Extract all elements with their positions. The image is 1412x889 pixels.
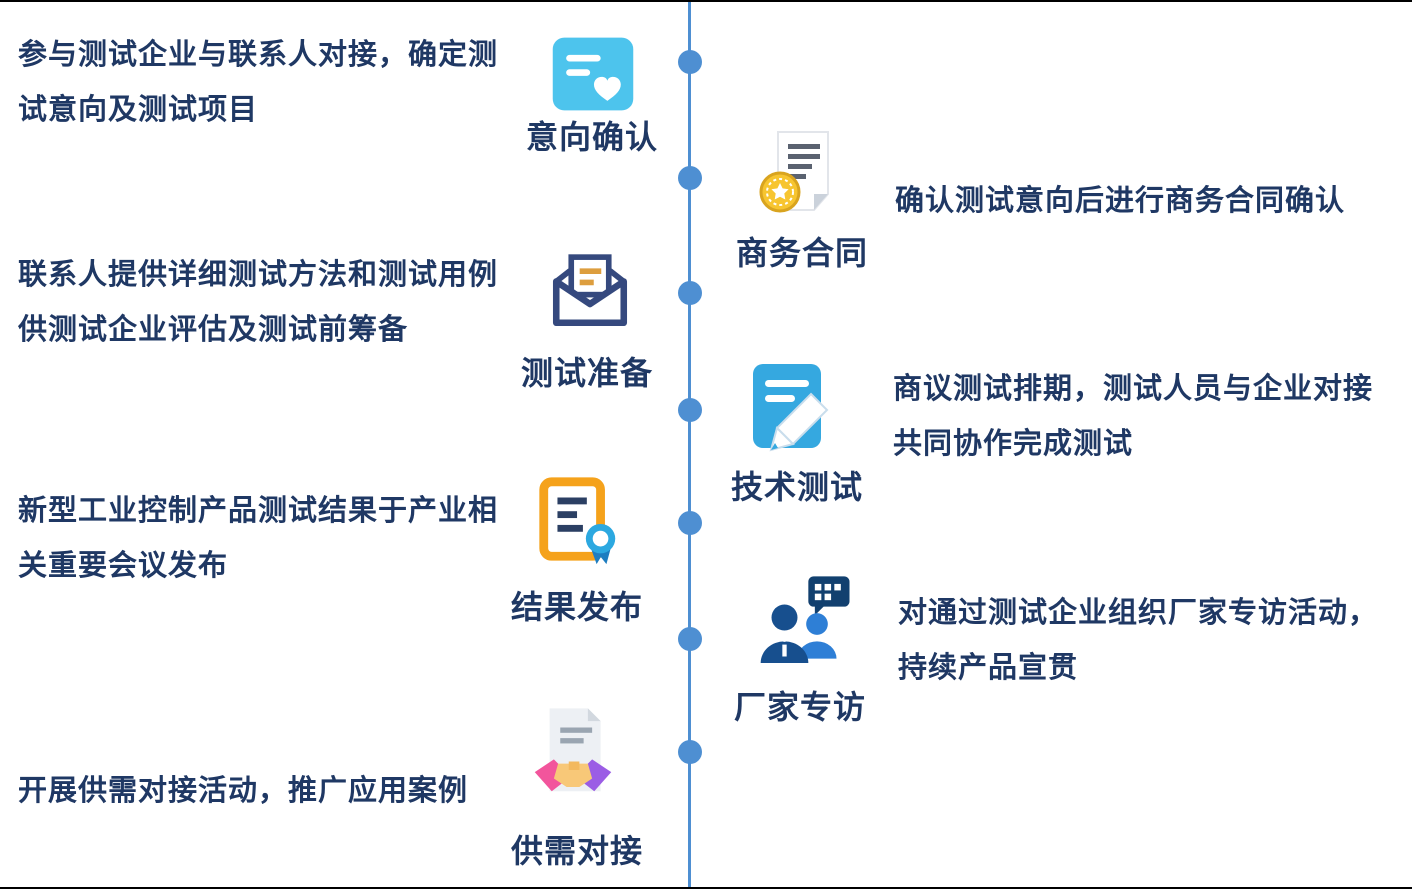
timeline-dot-6 — [678, 627, 702, 651]
step-label: 意向确认 — [525, 119, 658, 155]
contract-star-icon — [752, 128, 848, 224]
people-chat-icon — [752, 572, 856, 676]
open-envelope-icon — [545, 244, 635, 334]
step-label: 测试准备 — [520, 355, 653, 391]
timeline-dot-5 — [678, 511, 702, 535]
timeline-dot-3 — [678, 281, 702, 305]
step-description: 开展供需对接活动，推广应用案例 — [18, 775, 469, 807]
handshake-doc-icon — [522, 702, 624, 804]
timeline-dot-4 — [678, 398, 702, 422]
step-label: 结果发布 — [510, 589, 643, 625]
timeline-dot-7 — [678, 740, 702, 764]
timeline-dot-2 — [678, 166, 702, 190]
step-label: 供需对接 — [510, 833, 643, 869]
certificate-ribbon-icon — [532, 474, 626, 568]
step-label: 商务合同 — [735, 235, 868, 271]
doc-pencil-icon — [745, 358, 841, 454]
step-description: 参与测试企业与联系人对接，确定测 试意向及测试项目 — [18, 39, 499, 126]
step-description: 确认测试意向后进行商务合同确认 — [895, 185, 1346, 217]
timeline-line — [688, 2, 691, 887]
step-label: 技术测试 — [730, 469, 863, 505]
step-label: 厂家专访 — [733, 689, 866, 725]
card-heart-icon — [547, 28, 639, 120]
step-description: 对通过测试企业组织厂家专访活动， 持续产品宣贯 — [898, 597, 1379, 684]
step-description: 新型工业控制产品测试结果于产业相 关重要会议发布 — [18, 495, 499, 582]
step-description: 联系人提供详细测试方法和测试用例 供测试企业评估及测试前筹备 — [18, 259, 499, 346]
timeline-dot-1 — [678, 50, 702, 74]
step-description: 商议测试排期，测试人员与企业对接 共同协作完成测试 — [893, 373, 1374, 460]
